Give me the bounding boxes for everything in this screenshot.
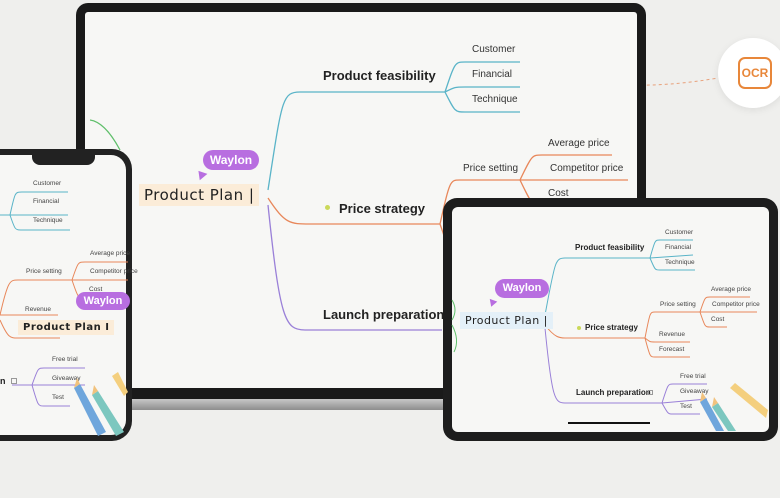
tablet-sub-price-setting[interactable]: Price setting — [660, 301, 696, 308]
note-icon — [11, 378, 17, 384]
tablet-branch-price-strategy[interactable]: Price strategy — [585, 323, 638, 332]
laptop-base — [100, 399, 645, 410]
phone — [0, 149, 132, 441]
leaf-customer[interactable]: Customer — [472, 44, 516, 55]
tablet-leaf-free-trial[interactable]: Free trial — [680, 373, 706, 380]
tablet-leaf-revenue[interactable]: Revenue — [659, 331, 686, 338]
phone-branch-launch-partial[interactable]: n — [0, 376, 6, 386]
phone-leaf-customer[interactable]: Customer — [33, 180, 62, 187]
dot-icon — [325, 205, 330, 210]
tablet-leaf-forecast[interactable]: Forecast — [659, 346, 685, 353]
branch-launch-preparation[interactable]: Launch preparation — [323, 307, 445, 322]
dot-icon — [577, 326, 581, 330]
phone-root-node[interactable]: Product Plan I — [18, 320, 115, 335]
phone-leaf-average-price[interactable]: Average price — [90, 250, 130, 257]
phone-leaf-financial[interactable]: Financial — [33, 198, 60, 205]
ocr-button[interactable]: OCR — [718, 38, 780, 108]
phone-leaf-technique[interactable]: Technique — [33, 217, 63, 224]
tablet — [443, 198, 778, 441]
tablet-leaf-financial[interactable]: Financial — [665, 244, 692, 251]
tablet-leaf-test[interactable]: Test — [680, 403, 692, 410]
tablet-home-bar[interactable] — [568, 422, 650, 424]
tablet-leaf-giveaway[interactable]: Giveaway — [680, 388, 709, 395]
leaf-technique[interactable]: Technique — [472, 94, 518, 105]
phone-collaborator-tag: Waylon — [76, 292, 130, 310]
tablet-root-node[interactable]: Product Plan | — [460, 312, 553, 329]
tablet-leaf-average-price[interactable]: Average price — [711, 286, 751, 293]
tablet-branch-product-feasibility[interactable]: Product feasibility — [575, 243, 645, 252]
tablet-leaf-technique[interactable]: Technique — [665, 259, 695, 266]
branch-price-strategy[interactable]: Price strategy — [339, 201, 425, 216]
tablet-leaf-cost[interactable]: Cost — [711, 316, 725, 323]
tablet-branch-launch-preparation[interactable]: Launch preparation — [576, 388, 651, 397]
phone-leaf-giveaway[interactable]: Giveaway — [52, 375, 81, 382]
ocr-label: OCR — [740, 66, 770, 80]
branch-product-feasibility[interactable]: Product feasibility — [323, 68, 436, 83]
ocr-icon: OCR — [738, 57, 772, 89]
phone-leaf-revenue[interactable]: Revenue — [25, 306, 52, 313]
laptop-root-node[interactable]: Product Plan | — [139, 184, 260, 206]
tablet-leaf-customer[interactable]: Customer — [665, 229, 694, 236]
laptop-collaborator-tag: Waylon — [203, 150, 259, 170]
leaf-competitor-price[interactable]: Competitor price — [550, 163, 624, 174]
tablet-collaborator-tag: Waylon — [495, 279, 549, 298]
leaf-average-price[interactable]: Average price — [548, 138, 610, 149]
leaf-cost[interactable]: Cost — [548, 188, 569, 199]
phone-leaf-competitor-price[interactable]: Competitor price — [90, 268, 138, 275]
phone-leaf-free-trial[interactable]: Free trial — [52, 356, 78, 363]
phone-leaf-cost[interactable]: Cost — [89, 286, 103, 293]
note-icon — [648, 390, 653, 395]
sub-price-setting[interactable]: Price setting — [463, 163, 519, 174]
phone-notch — [32, 153, 95, 165]
phone-leaf-test[interactable]: Test — [52, 394, 64, 401]
tablet-leaf-competitor-price[interactable]: Competitor price — [712, 301, 760, 308]
leaf-financial[interactable]: Financial — [472, 69, 513, 80]
phone-sub-price-setting[interactable]: Price setting — [26, 268, 62, 275]
